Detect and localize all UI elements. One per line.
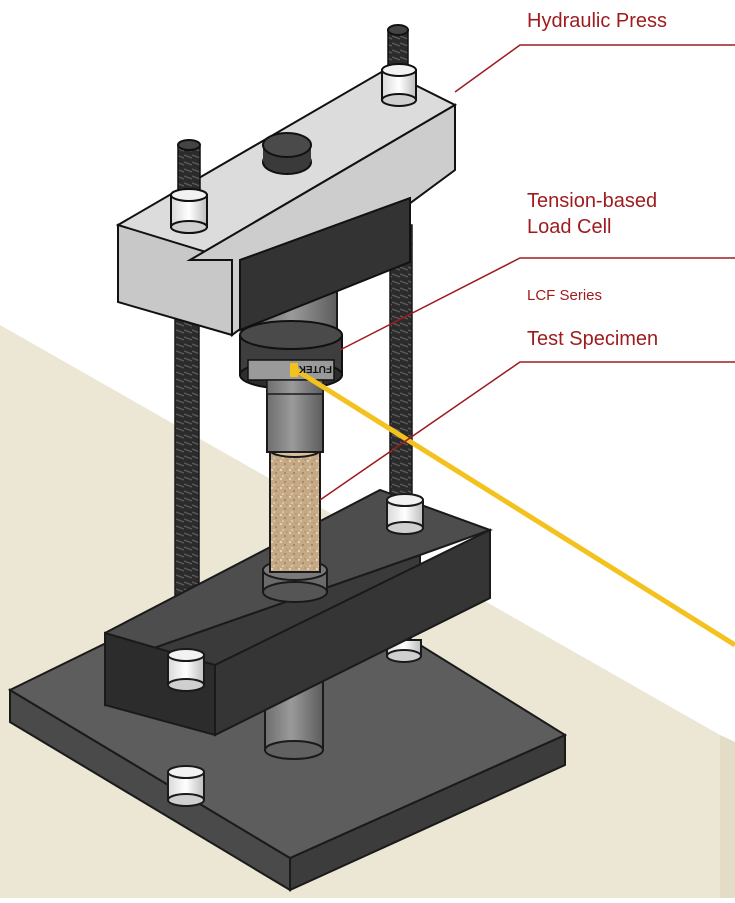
- load-cell-brand: FUTEK: [298, 363, 332, 374]
- crossbar-cap: [262, 132, 312, 175]
- top-nut-right: [381, 24, 417, 107]
- crosshead-nut-left: [167, 648, 205, 692]
- label-load-cell-line1: Tension-based: [527, 190, 658, 212]
- label-hydraulic-press: Hydraulic Press: [527, 10, 668, 32]
- load-cell-sensor: [239, 320, 343, 390]
- crosshead-front-long: [214, 528, 491, 737]
- label-load-cell: Tension-based Load Cell: [527, 188, 657, 240]
- leader-load-cell: [339, 257, 735, 351]
- lower-nut-left: [167, 765, 205, 807]
- callout-leaders: [319, 44, 735, 501]
- label-load-cell-line2: Load Cell: [527, 216, 612, 238]
- floor-edge: [720, 735, 735, 898]
- crossbar-underside: [239, 196, 411, 332]
- label-test-specimen: Test Specimen: [527, 328, 659, 350]
- test-specimen: [269, 449, 321, 573]
- leader-test-specimen: [319, 361, 735, 501]
- top-nut-left: [170, 139, 208, 234]
- signal-cable: [294, 367, 735, 648]
- crosshead-nut-right: [386, 493, 424, 535]
- leader-hydraulic-press: [454, 44, 735, 93]
- piston-rod: [266, 389, 324, 453]
- label-series: LCF Series: [527, 287, 603, 304]
